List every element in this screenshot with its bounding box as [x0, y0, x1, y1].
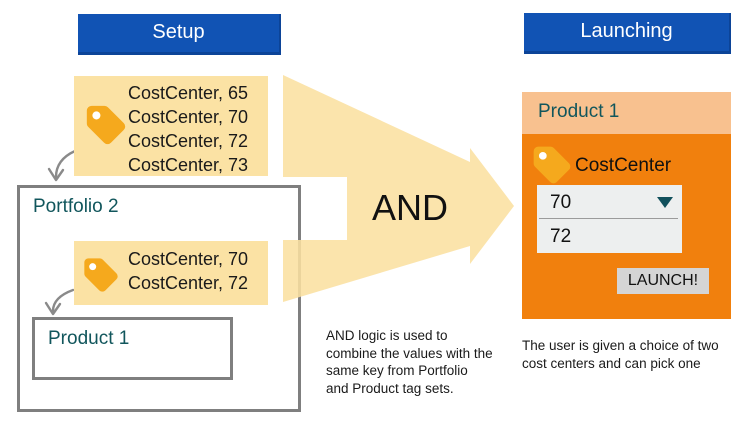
- connector-arrowhead-icon: [47, 167, 65, 182]
- product-tagoptions-box: CostCenter, 70 CostCenter, 72: [74, 241, 268, 305]
- dropdown-selected-option[interactable]: 70: [550, 192, 572, 213]
- launch-panel-title: Product 1: [538, 101, 620, 122]
- caption-line: same key from Portfolio: [326, 363, 468, 378]
- and-logic-caption: AND logic is used to combine the values …: [326, 327, 493, 397]
- tagoption-value: CostCenter, 70: [128, 249, 249, 269]
- tagoption-value: CostCenter, 73: [128, 155, 249, 175]
- launching-header: Launching: [524, 13, 731, 54]
- cost-center-dropdown[interactable]: 70 72: [537, 185, 682, 253]
- caption-line: The user is given a choice of two: [522, 338, 719, 353]
- setup-header: Setup: [78, 14, 281, 55]
- user-choice-caption: The user is given a choice of two cost c…: [522, 337, 719, 373]
- chevron-down-icon[interactable]: [657, 197, 673, 208]
- caption-line: combine the values with the: [326, 345, 493, 361]
- portfolio-label: Portfolio 2: [33, 196, 119, 217]
- caption-line: AND logic is used to: [326, 328, 448, 343]
- portfolio-tagoptions-box: CostCenter, 65 CostCenter, 70 CostCenter…: [74, 76, 268, 176]
- tag-icon: [86, 105, 126, 145]
- tagoption-value: CostCenter, 70: [128, 107, 249, 127]
- product-box: Product 1: [32, 317, 233, 380]
- tag-icon: [533, 146, 571, 184]
- tagoption-value: CostCenter, 72: [128, 273, 249, 293]
- tagoption-value: CostCenter, 65: [128, 83, 249, 103]
- caption-line: cost centers and can pick one: [522, 356, 701, 371]
- launch-button[interactable]: LAUNCH!: [617, 268, 709, 294]
- tag-icon: [84, 258, 118, 292]
- launch-panel-header: Product 1: [522, 92, 731, 134]
- tagoption-value: CostCenter, 72: [128, 131, 249, 151]
- launch-product-panel: Product 1 CostCenter 70 72 LAUNCH!: [522, 92, 731, 319]
- product-label: Product 1: [48, 328, 130, 349]
- connector-arrow-icon: [54, 149, 77, 179]
- and-operator-label: AND: [371, 187, 448, 228]
- tag-key-label: CostCenter: [575, 155, 672, 176]
- dropdown-option[interactable]: 72: [550, 226, 572, 247]
- dropdown-divider: [539, 218, 678, 219]
- caption-line: and Product tag sets.: [326, 380, 454, 396]
